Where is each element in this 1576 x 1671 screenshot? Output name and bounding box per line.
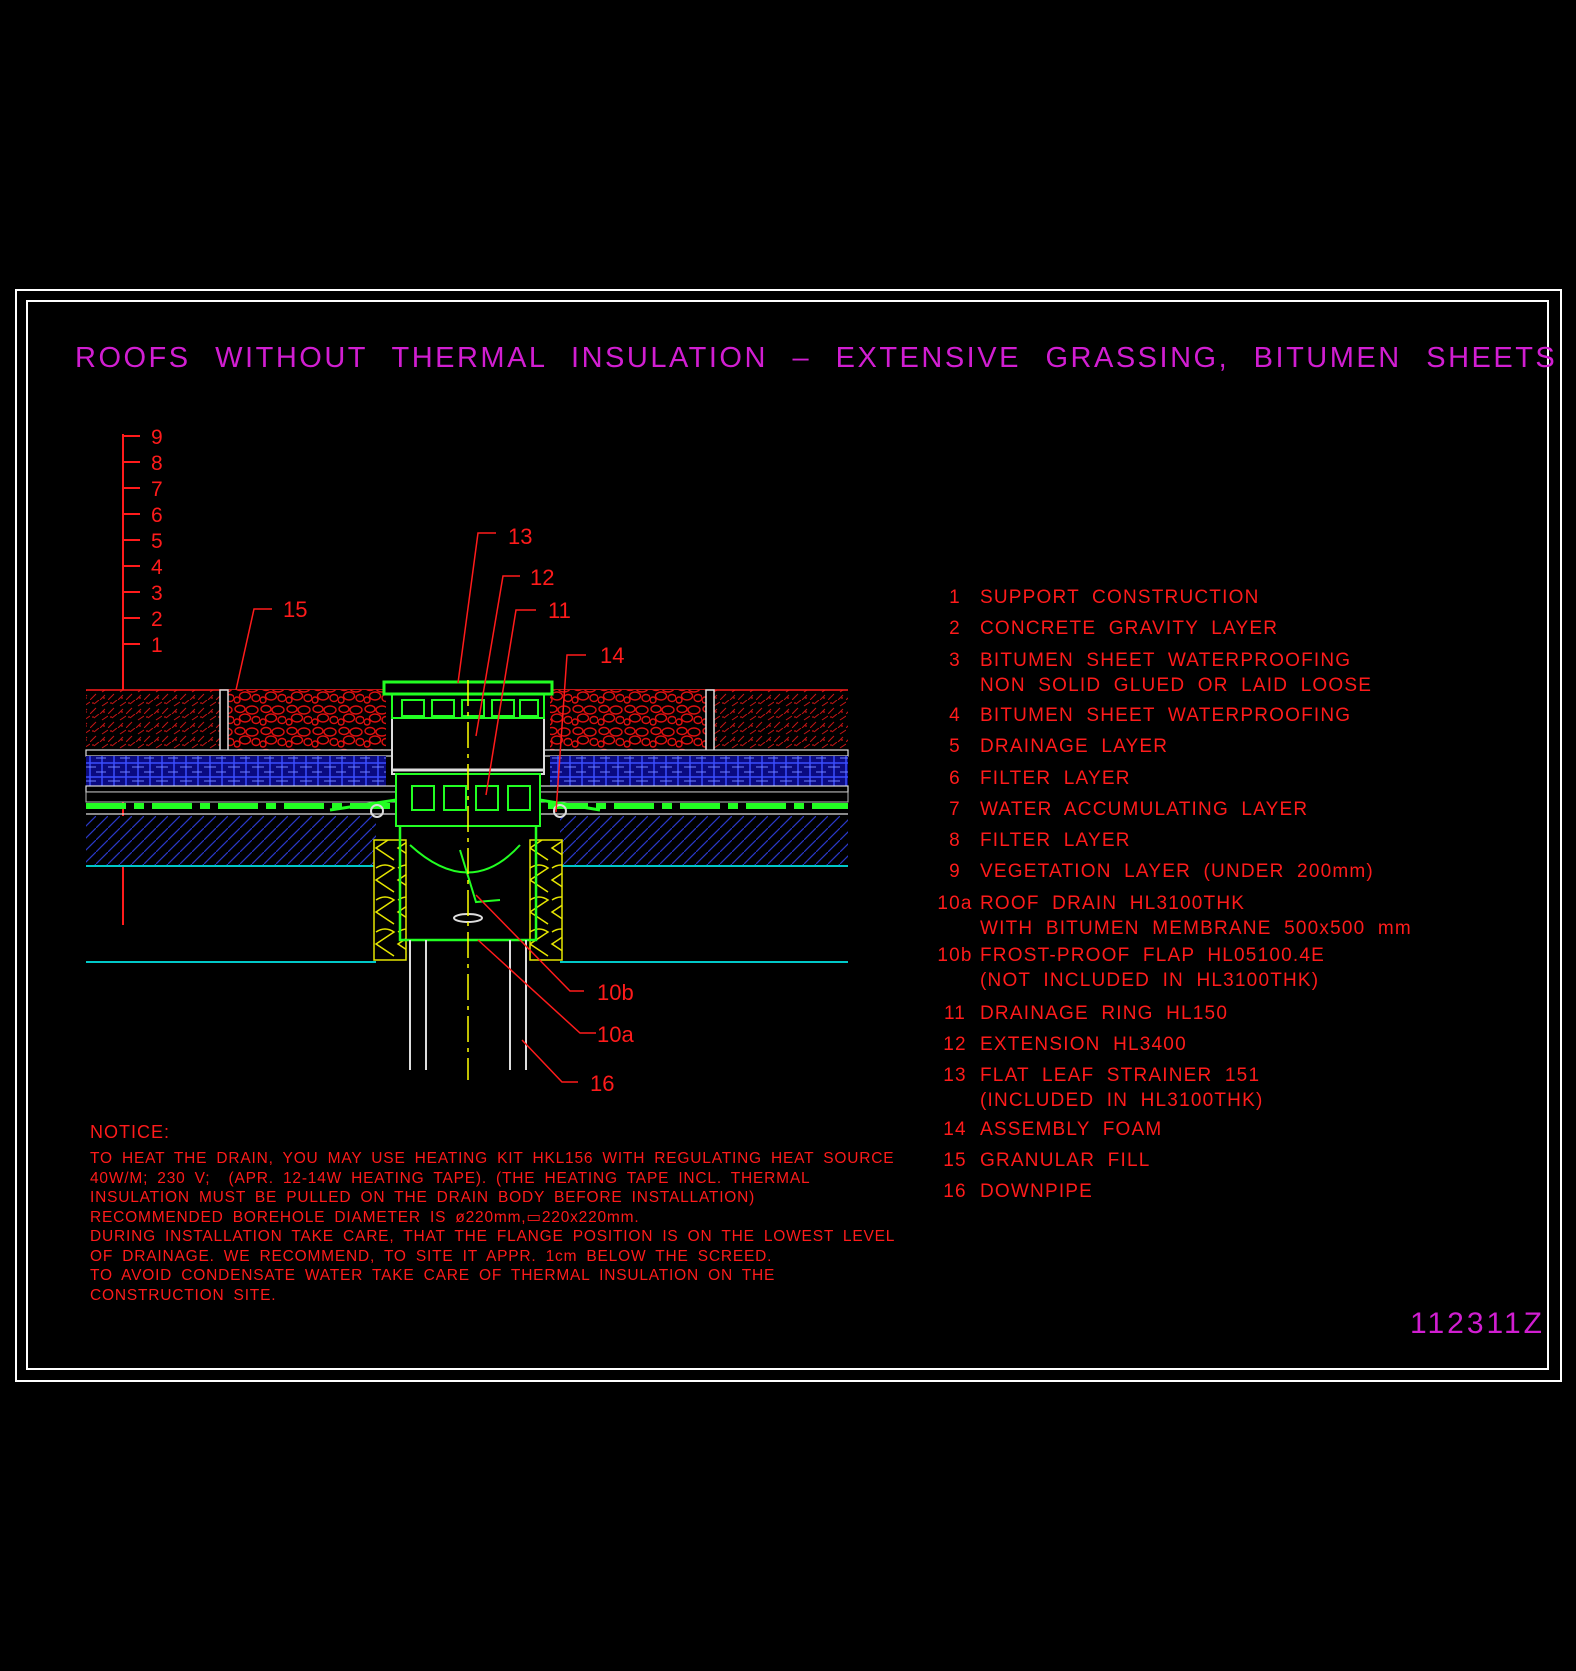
legend-num: 10b bbox=[937, 945, 973, 966]
legend-text: EXTENSION HL3400 bbox=[980, 1034, 1187, 1055]
legend-text: FROST-PROOF FLAP HL05100.4E (NOT INCLUDE… bbox=[980, 945, 1325, 991]
legend-item: 14 ASSEMBLY FOAM bbox=[930, 1117, 1161, 1142]
legend-text: WATER ACCUMULATING LAYER bbox=[980, 799, 1309, 820]
legend-text: CONCRETE GRAVITY LAYER bbox=[980, 618, 1279, 639]
legend-num: 8 bbox=[949, 830, 961, 851]
callout-11: 11 bbox=[548, 598, 571, 623]
legend-text: FLAT LEAF STRAINER 151 (INCLUDED IN HL31… bbox=[980, 1065, 1264, 1111]
legend-text: FILTER LAYER bbox=[980, 768, 1131, 789]
scale-label-5: 5 bbox=[151, 530, 163, 553]
scale-label-4: 4 bbox=[151, 556, 163, 579]
legend-num: 7 bbox=[949, 799, 961, 820]
legend-num: 14 bbox=[943, 1119, 967, 1140]
legend-num: 11 bbox=[943, 1003, 967, 1024]
legend-item: 6 FILTER LAYER bbox=[930, 766, 1129, 791]
legend-text: FILTER LAYER bbox=[980, 830, 1131, 851]
callout-15: 15 bbox=[283, 597, 307, 622]
legend-item: 10a ROOF DRAIN HL3100THK WITH BITUMEN MEM… bbox=[930, 891, 1410, 939]
legend-item: 7 WATER ACCUMULATING LAYER bbox=[930, 797, 1307, 822]
callout-14: 14 bbox=[600, 643, 624, 668]
legend-text: ASSEMBLY FOAM bbox=[980, 1119, 1163, 1140]
legend-text: BITUMEN SHEET WATERPROOFING NON SOLID GL… bbox=[980, 650, 1373, 696]
legend-item: 12 EXTENSION HL3400 bbox=[930, 1032, 1185, 1057]
legend-text: DRAINAGE RING HL150 bbox=[980, 1003, 1229, 1024]
scale-label-1: 1 bbox=[151, 634, 163, 657]
legend-item: 2 CONCRETE GRAVITY LAYER bbox=[930, 616, 1277, 641]
drawing-frame-outer bbox=[15, 289, 1562, 1382]
scale-label-3: 3 bbox=[151, 582, 163, 605]
legend-item: 4 BITUMEN SHEET WATERPROOFING bbox=[930, 703, 1350, 728]
legend-item: 15 GRANULAR FILL bbox=[930, 1148, 1149, 1173]
legend-item: 5 DRAINAGE LAYER bbox=[930, 734, 1167, 759]
legend-item: 16 DOWNPIPE bbox=[930, 1179, 1092, 1204]
legend-num: 5 bbox=[949, 736, 961, 757]
legend-text: VEGETATION LAYER (UNDER 200mm) bbox=[980, 861, 1374, 882]
roof-drain bbox=[329, 680, 601, 1080]
legend-item: 10b FROST-PROOF FLAP HL05100.4E (NOT INCL… bbox=[930, 943, 1323, 991]
drawing-title: ROOFS WITHOUT THERMAL INSULATION – EXTEN… bbox=[75, 342, 1558, 374]
legend-num: 1 bbox=[949, 587, 961, 608]
legend-num: 2 bbox=[949, 618, 961, 639]
legend-num: 12 bbox=[943, 1034, 967, 1055]
callout-10a: 10a bbox=[597, 1022, 634, 1047]
legend-item: 1 SUPPORT CONSTRUCTION bbox=[930, 585, 1258, 610]
scale-label-2: 2 bbox=[151, 608, 163, 631]
scale-label-8: 8 bbox=[151, 452, 163, 475]
drawing-frame-inner bbox=[26, 300, 1549, 1370]
callout-10b: 10b bbox=[597, 980, 634, 1005]
legend-text: SUPPORT CONSTRUCTION bbox=[980, 587, 1260, 608]
legend-item: 13 FLAT LEAF STRAINER 151 (INCLUDED IN HL… bbox=[930, 1063, 1262, 1111]
legend-item: 8 FILTER LAYER bbox=[930, 828, 1129, 853]
legend-text: BITUMEN SHEET WATERPROOFING bbox=[980, 705, 1352, 726]
callout-13: 13 bbox=[508, 524, 532, 549]
legend-item: 3 BITUMEN SHEET WATERPROOFING NON SOLID G… bbox=[930, 648, 1371, 696]
legend-num: 15 bbox=[943, 1150, 967, 1171]
legend-num: 3 bbox=[949, 650, 961, 671]
legend-text: DOWNPIPE bbox=[980, 1181, 1094, 1202]
legend-text: DRAINAGE LAYER bbox=[980, 736, 1169, 757]
drawing-id: 112311Z bbox=[1410, 1307, 1545, 1340]
callout-leaders bbox=[235, 532, 596, 1083]
callout-16: 16 bbox=[590, 1071, 614, 1096]
legend-num: 9 bbox=[949, 861, 961, 882]
scale-label-7: 7 bbox=[151, 478, 163, 501]
scale-label-9: 9 bbox=[151, 426, 163, 449]
callout-12: 12 bbox=[530, 565, 554, 590]
legend-item: 11 DRAINAGE RING HL150 bbox=[930, 1001, 1227, 1026]
legend-num: 6 bbox=[949, 768, 961, 789]
legend-item: 9 VEGETATION LAYER (UNDER 200mm) bbox=[930, 859, 1373, 884]
legend-num: 10a bbox=[937, 893, 973, 914]
legend-num: 4 bbox=[949, 705, 961, 726]
legend-text: ROOF DRAIN HL3100THK WITH BITUMEN MEMBRA… bbox=[980, 893, 1412, 939]
notice-body: TO HEAT THE DRAIN, YOU MAY USE HEATING K… bbox=[90, 1150, 896, 1304]
legend-text: GRANULAR FILL bbox=[980, 1150, 1151, 1171]
legend-num: 13 bbox=[943, 1065, 967, 1086]
notice-heading: NOTICE: bbox=[90, 1122, 171, 1142]
scale-label-6: 6 bbox=[151, 504, 163, 527]
legend-num: 16 bbox=[943, 1181, 967, 1202]
